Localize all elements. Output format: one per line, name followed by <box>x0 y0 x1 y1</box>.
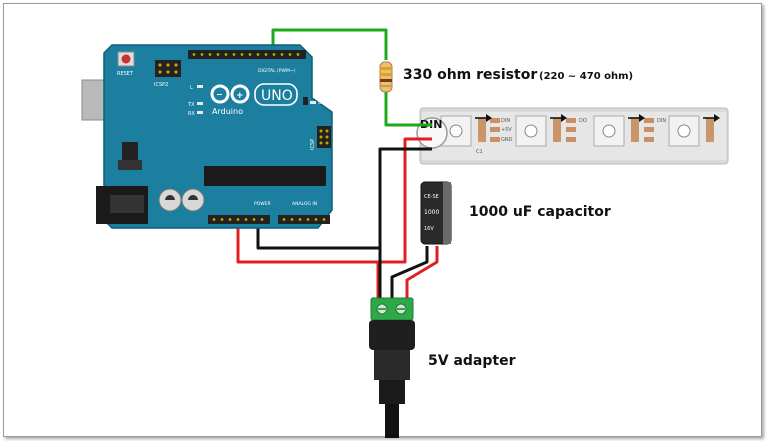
icsp2-label: ICSP2 <box>154 82 168 88</box>
reset-label: RESET <box>117 71 134 77</box>
led-pixel <box>668 115 714 147</box>
svg-text:−: − <box>216 90 223 99</box>
resistor <box>379 61 393 93</box>
capacitor-label: 1000 uF capacitor <box>469 204 611 220</box>
strip-pad-din: DIN <box>501 118 510 124</box>
arduino-uno-board: RESET ICSP2 DIGITAL (PWM~) − + UNO Ardui… <box>81 44 333 229</box>
svg-text:+: + <box>236 91 244 101</box>
led-pixel <box>440 115 486 147</box>
capacitor-negative-wire <box>390 246 429 300</box>
arduino-logo-icon <box>210 84 250 104</box>
capacitor: CE-SE 1000 16V <box>420 181 452 245</box>
analog-header <box>278 215 330 224</box>
strip-pad-do: DO <box>579 118 587 124</box>
digital-header <box>188 50 306 59</box>
led-pixel <box>515 115 561 147</box>
digital-label: DIGITAL (PWM~) <box>258 68 296 74</box>
wires <box>236 28 439 300</box>
strip-pad-5v: +5V <box>501 127 512 133</box>
data-wire <box>271 28 388 60</box>
resistor-label: 330 ohm resistor <box>403 67 537 83</box>
capacitor-marking-2: 1000 <box>424 209 439 216</box>
capacitor-marking-1: CE-SE <box>424 194 439 200</box>
analog-label: ANALOG IN <box>292 201 317 207</box>
arduino-brand-label: Arduino <box>212 107 243 116</box>
capacitor-marking-3: 16V <box>424 226 434 232</box>
arduino-gnd-wire <box>256 220 380 250</box>
led-pixel <box>593 115 639 147</box>
uno-label: UNO <box>261 88 293 104</box>
dc-barrel-adapter <box>369 297 415 438</box>
icsp-header <box>317 126 331 148</box>
adapter-label: 5V adapter <box>428 353 516 369</box>
resistor-range-label: (220 ~ 470 ohm) <box>539 71 633 82</box>
led-l-label: L <box>190 85 193 91</box>
arduino-5v-wire <box>236 220 380 264</box>
led-strip: DIN +5V GND C1 DO DIN DIN <box>416 107 729 165</box>
strip-pad-gnd: GND <box>501 137 513 143</box>
icsp-label: ICSP <box>310 139 316 150</box>
led-rx-label: RX <box>188 111 195 117</box>
capacitor-positive-wire <box>405 246 439 300</box>
icsp2-header <box>155 60 181 77</box>
data-wire-to-din <box>384 92 432 127</box>
strip-gnd-wire <box>378 147 432 300</box>
strip-5v-wire <box>376 137 432 300</box>
strip-pad-din-2: DIN <box>657 118 666 124</box>
atmega-chip <box>204 166 326 186</box>
strip-pad-c1: C1 <box>476 149 483 155</box>
data-direction-arrow-icon <box>475 114 720 122</box>
power-label: POWER <box>254 201 271 207</box>
reset-button <box>121 54 131 64</box>
led-tx-label: TX <box>187 102 195 108</box>
led-on-label: ON <box>318 100 326 106</box>
